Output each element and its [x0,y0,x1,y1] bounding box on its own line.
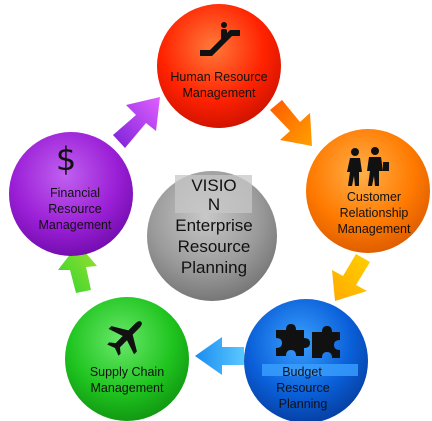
center-subtitle-line-1: Enterprise [175,216,252,235]
center-subtitle-line-2: Resource [178,237,251,256]
arrow-supply-to-finance [58,244,97,293]
budget-label-highlight [262,364,358,376]
node-budget-line-3: Planning [279,397,328,411]
node-supply-line-1: Supply Chain [90,365,164,379]
center-title-line-2: N [208,195,220,214]
dollar-icon: $ [56,140,76,178]
node-hr-line-2: Management [183,86,256,100]
node-customer-relationship: Customer Relationship Management [306,129,430,253]
center-node: VISIO N Enterprise Resource Planning [147,171,277,301]
node-budget-line-1: Budget [282,365,322,379]
node-human-resource: Human Resource Management [157,4,281,128]
node-crm-line-1: Customer [347,190,401,204]
node-financial-resource: $ Financial Resource Management [9,132,133,256]
node-finance-line-2: Resource [48,202,102,216]
node-budget-line-2: Resource [276,381,330,395]
center-subtitle-line-3: Planning [181,258,247,277]
arrow-budget-to-supply [195,337,244,375]
node-finance-line-3: Management [39,218,112,232]
center-title-highlight [175,175,252,213]
node-hr-line-1: Human Resource [170,70,267,84]
node-crm-line-2: Relationship [340,206,409,220]
people-walking-icon [347,147,389,186]
arrow-hr-to-crm [270,100,312,146]
center-title-line-1: VISIO [191,176,236,195]
node-budget-resource: Budget Resource Planning [244,299,368,421]
node-crm-line-3: Management [338,222,411,236]
airplane-icon [107,321,142,356]
arrow-crm-to-budget [332,254,370,301]
arrow-finance-to-hr [113,97,160,148]
node-supply-line-2: Management [91,381,164,395]
puzzle-icon [276,324,340,358]
node-finance-line-1: Financial [50,186,100,200]
node-supply-chain: Supply Chain Management [65,297,189,421]
escalator-icon [200,22,240,56]
